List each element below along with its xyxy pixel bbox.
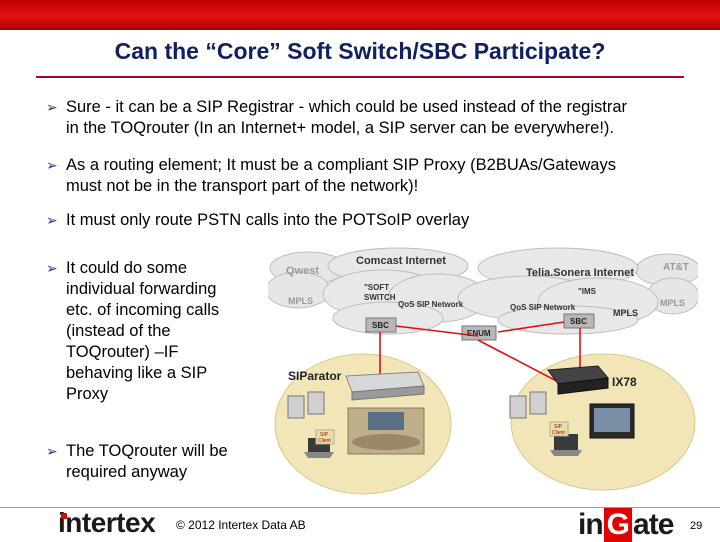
- bullet-4-line-1: It could do some: [66, 259, 188, 277]
- right-laptop-icon: [549, 421, 582, 456]
- telia-cloud: [457, 247, 659, 335]
- sip-client-right-2: Client: [552, 430, 565, 436]
- ix78-label: IX78: [612, 375, 637, 389]
- top-color-bar: [0, 0, 720, 30]
- sip-client-left-2: Client: [318, 438, 331, 444]
- comcast-label: Comcast Internet: [356, 255, 446, 267]
- bullet-4-line-7: Proxy: [66, 385, 109, 403]
- video-phone-image: [589, 403, 635, 439]
- telia-label: Telia.Sonera Internet: [526, 267, 634, 279]
- bullet-5-line-2: required anyway: [66, 463, 188, 481]
- slide-title: Can the “Core” Soft Switch/SBC Participa…: [114, 38, 606, 64]
- qos-left-label: QoS SIP Network: [398, 300, 464, 309]
- page-number: 29: [690, 520, 703, 532]
- sbc-right-label: SBC: [570, 317, 587, 326]
- bullet-4-line-6: behaving like a SIP: [66, 364, 208, 382]
- att-label: AT&T: [663, 262, 689, 273]
- conference-room-image: [347, 407, 425, 455]
- bullet-4-line-5: TOQrouter) –IF: [66, 343, 179, 361]
- right-server-icon: [509, 391, 547, 419]
- bullet-4-line-3: etc. of incoming calls: [66, 301, 220, 319]
- bullet-3-line-1: It must only route PSTN calls into the P…: [66, 211, 470, 229]
- mpls-left-label: MPLS: [288, 296, 313, 306]
- title-rule: [36, 76, 684, 78]
- bullet-4-line-2: individual forwarding: [66, 280, 217, 298]
- intertex-logo-dot: [61, 513, 67, 519]
- left-laptop-icon: [304, 429, 335, 458]
- mpls-right-label-1: MPLS: [613, 308, 638, 318]
- enum-label: ENUM: [467, 329, 491, 338]
- bullet-2-line-1: As a routing element; It must be a compl…: [66, 156, 616, 174]
- arrow-bullet-icon: ➢: [46, 157, 58, 173]
- comcast-cloud: [322, 247, 489, 335]
- bullet-1-line-1: Sure - it can be a SIP Registrar - which…: [66, 98, 627, 116]
- bullet-2-line-2: must not be in the transport part of the…: [66, 177, 419, 195]
- qwest-cloud: [268, 251, 347, 309]
- sbc-right-box: [563, 313, 595, 329]
- siparator-label: SIParator: [288, 369, 342, 383]
- arrow-bullet-icon: ➢: [46, 212, 58, 228]
- ims-label: "IMS: [578, 287, 597, 296]
- sbc-left-box: [365, 317, 397, 333]
- sip-client-right-1: SIP: [554, 424, 563, 430]
- sip-client-left-1: SIP: [320, 432, 329, 438]
- bullet-5-line-1: The TOQrouter will be: [66, 442, 228, 460]
- sbc-left-label: SBC: [372, 321, 389, 330]
- att-cloud: [635, 253, 698, 315]
- copyright-text: © 2012 Intertex Data AB: [176, 518, 306, 532]
- arrow-bullet-icon: ➢: [46, 443, 58, 459]
- ix78-device: [547, 365, 609, 395]
- intertex-logo: intertex: [58, 507, 156, 538]
- arrow-bullet-icon: ➢: [46, 99, 58, 115]
- siparator-device: [345, 371, 425, 401]
- qos-right-label: QoS SIP Network: [510, 303, 576, 312]
- left-server-icon: [287, 391, 325, 419]
- mpls-right-label-2: MPLS: [660, 298, 685, 308]
- arrow-bullet-icon: ➢: [46, 260, 58, 276]
- qwest-label: Qwest: [286, 265, 319, 277]
- softswitch-label-1: "SOFT: [364, 283, 389, 292]
- network-diagram: Qwest Comcast Internet Telia.Sonera Inte…: [268, 247, 698, 495]
- softswitch-label-2: SWITCH: [364, 293, 396, 302]
- bullet-1-line-2: in the TOQrouter (In an Internet+ model,…: [66, 119, 614, 137]
- bullet-4-line-4: (instead of the: [66, 322, 171, 340]
- footer-rule: [0, 507, 720, 508]
